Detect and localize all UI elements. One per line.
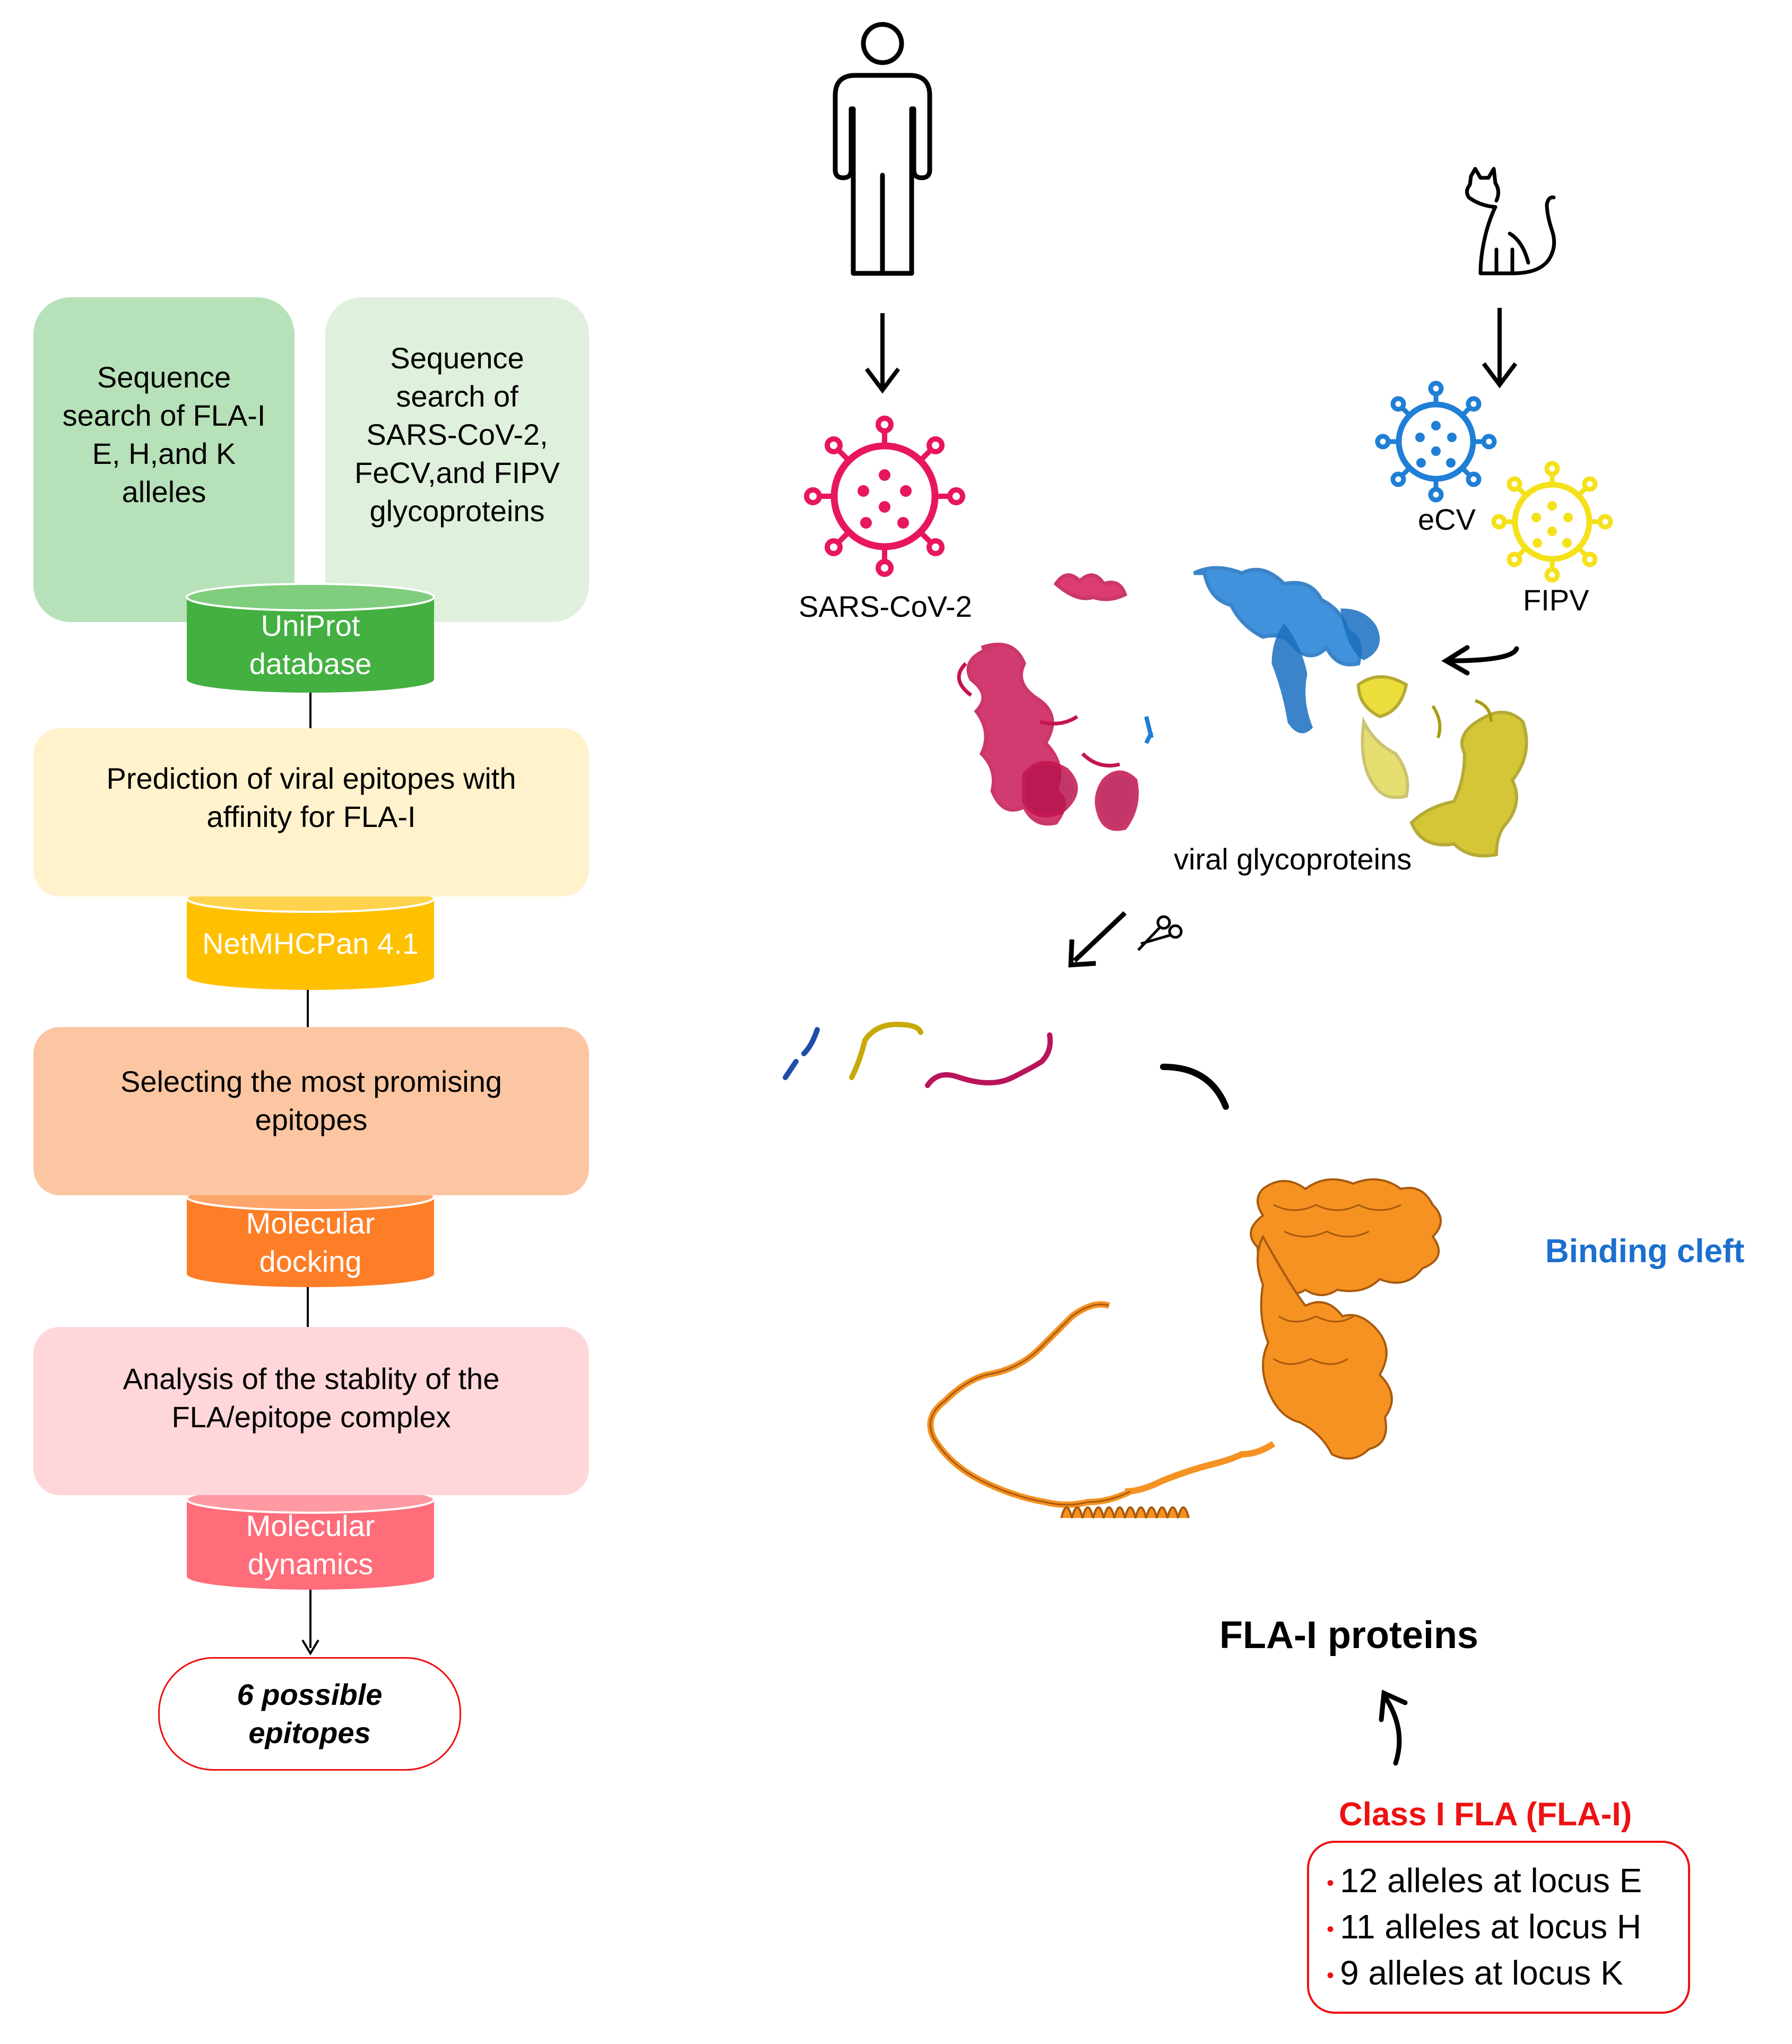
allele-h: 11 alleles at locus H	[1340, 1908, 1642, 1946]
sars-glycoprotein-structure	[957, 573, 1139, 831]
ecv-label: eCV	[1418, 503, 1476, 536]
fipv-glycoprotein-structure	[1356, 675, 1528, 858]
result-text: 6 possible epitopes	[237, 1678, 383, 1749]
arrow-human-down	[864, 313, 901, 394]
allele-e: 12 alleles at locus E	[1340, 1861, 1642, 1900]
human-icon	[833, 22, 932, 276]
allele-item: • 12 alleles at locus E	[1327, 1861, 1642, 1900]
fla-search-text: Sequence search of FLA-I E, H,and K alle…	[62, 360, 266, 508]
fla-proteins-title: FLA-I proteins	[1219, 1614, 1478, 1657]
viral-search-text: Sequence search of SARS-CoV-2, FeCV,and …	[354, 341, 560, 528]
fla-protein-structure	[927, 1178, 1442, 1519]
uniprot-cylinder	[186, 583, 435, 693]
binding-cleft-label: Binding cleft	[1545, 1233, 1745, 1270]
dynamics-label: Molecular dynamics	[246, 1508, 375, 1581]
prediction-text: Prediction of viral epitopes with affini…	[106, 762, 516, 833]
alleles-box	[1307, 1841, 1690, 2014]
curve-arrow-up	[1379, 1689, 1408, 1766]
ecv-virus-icon	[1375, 381, 1497, 503]
docking-label: Molecular docking	[246, 1206, 375, 1278]
curve-arrow-fipv	[1441, 645, 1519, 676]
result-box: 6 possible epitopes	[158, 1657, 461, 1771]
sars-virus-icon	[804, 416, 965, 577]
sars-label: SARS-CoV-2	[799, 590, 972, 623]
cleave-arrow	[1068, 911, 1127, 968]
prediction-box: Prediction of viral epitopes with affini…	[33, 728, 589, 896]
scissors-icon	[1137, 915, 1183, 951]
allele-k: 9 alleles at locus K	[1340, 1954, 1623, 1993]
epitope-fragments	[783, 1021, 1053, 1088]
selecting-text: Selecting the most promising epitopes	[120, 1064, 502, 1136]
allele-item: • 11 alleles at locus H	[1327, 1908, 1642, 1946]
fipv-label: FIPV	[1523, 583, 1589, 617]
fla-search-box: Sequence search of FLA-I E, H,and K alle…	[33, 297, 295, 622]
viral-search-box: Sequence search of SARS-CoV-2, FeCV,and …	[325, 297, 589, 622]
arrow-cat-down	[1482, 308, 1518, 389]
uniprot-label: UniProt database	[249, 609, 372, 680]
class-title: Class I FLA (FLA-I)	[1339, 1796, 1632, 1833]
stability-box: Analysis of the stablity of the FLA/epit…	[33, 1327, 589, 1495]
selecting-box: Selecting the most promising epitopes	[33, 1027, 589, 1195]
fipv-virus-icon	[1491, 461, 1613, 583]
cat-icon	[1465, 167, 1556, 275]
stability-text: Analysis of the stablity of the FLA/epit…	[123, 1361, 500, 1434]
ecv-glycoprotein-structure	[1144, 566, 1380, 744]
netmhc-label: NetMHCPan 4.1	[202, 927, 419, 960]
glyco-label: viral glycoproteins	[1174, 842, 1412, 876]
binding-arc	[1160, 1064, 1229, 1110]
allele-item: • 9 alleles at locus K	[1327, 1954, 1623, 1993]
alleles-list: • 12 alleles at locus E • 11 alleles at …	[1327, 1859, 1642, 1997]
